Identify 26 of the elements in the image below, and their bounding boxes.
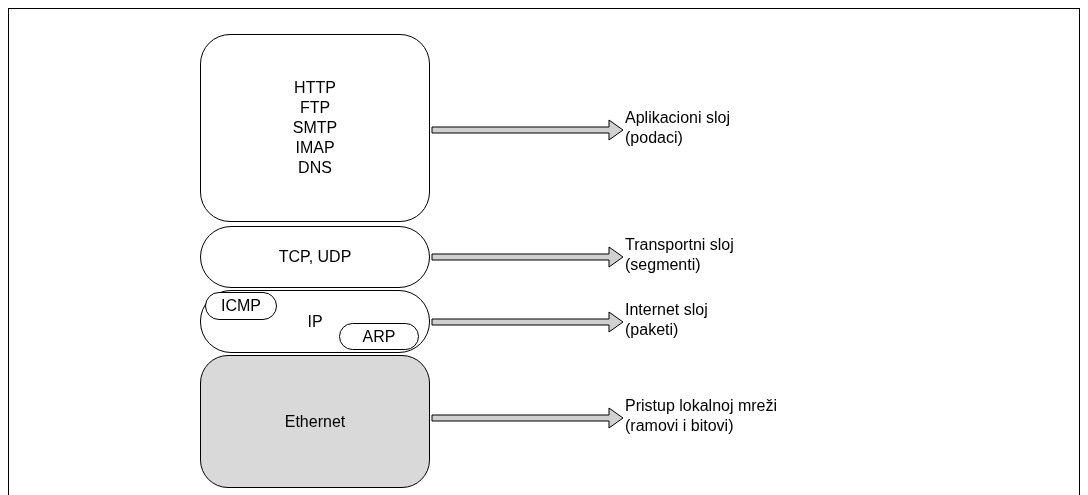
label-text: Internet sloj [625,300,709,320]
block-arrow [431,407,624,429]
protocol-layer [200,34,430,222]
label-text: Aplikacioni sloj [625,108,731,128]
block-arrow [431,311,624,333]
protocol-pill [339,323,419,350]
protocol-name: DNS [298,158,332,178]
protocol-name: TCP, UDP [278,247,352,267]
protocol-name: Ethernet [284,411,346,432]
protocol-name: ICMP [221,296,261,316]
label-text: (segmenti) [625,255,702,275]
label-text: (paketi) [625,320,680,340]
protocol-name: IP [307,311,323,332]
label-text: (ramovi i bitovi) [625,416,735,436]
label-text: Pristup lokalnoj mreži [625,396,779,416]
protocol-name: FTP [299,98,331,118]
protocol-name: SMTP [292,118,338,138]
label-text: Transportni sloj [625,235,735,255]
protocol-pill [205,292,277,320]
protocol-name: ARP [362,326,396,347]
block-arrow [431,119,624,141]
protocol-layer [200,355,430,488]
block-arrow [431,246,624,268]
protocol-name: IMAP [295,138,335,158]
label-text: (podaci) [625,128,684,148]
protocol-name: HTTP [294,78,336,98]
